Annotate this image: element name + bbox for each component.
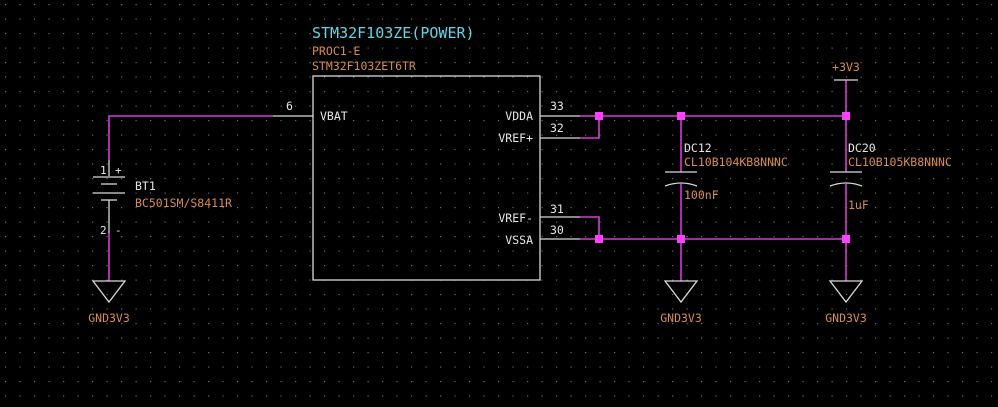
battery-pin1: 1 [100,164,107,177]
pin-number-33: 33 [550,99,564,113]
pin-number-30: 30 [550,223,564,237]
cap2-value: 1uF [848,198,869,212]
chip-body [312,75,541,281]
supply-label: +3V3 [832,60,860,74]
ground-label: GND3V3 [88,311,130,325]
ground-label: GND3V3 [660,311,702,325]
chip-title: STM32F103ZE(POWER) [312,24,475,42]
pin-name-vref-plus: VREF+ [498,131,533,145]
pin-number-32: 32 [550,121,564,135]
junction-dot [677,112,685,120]
chip-refdes: PROC1-E [312,44,361,58]
battery-minus-sign: - [115,224,122,237]
junction-dot [595,235,603,243]
nets [108,80,847,281]
battery-bt1[interactable]: 1 + 2 - BT1 BC501SM/S8411R [93,160,232,237]
chip-part-number: STM32F103ZET6TR [312,59,416,73]
battery-pin2: 2 [100,224,107,237]
pin-number-31: 31 [550,202,564,216]
ground-icon [663,280,699,304]
cap1-part-number: CL10B104KB8NNNC [684,155,788,169]
cap-plate-bottom [829,182,863,187]
wire-vbat[interactable] [108,115,273,160]
ground-icon [91,280,127,304]
pin-name-vbat: VBAT [320,109,348,123]
cap1-refdes: DC12 [684,141,712,155]
battery-refdes: BT1 [135,179,156,193]
junction-dot [842,112,850,120]
wire-vref-minus[interactable] [580,216,600,239]
ground-symbol-1[interactable]: GND3V3 [88,280,130,325]
cap2-part-number: CL10B105KB8NNNC [848,155,952,169]
ground-symbol-2[interactable]: GND3V3 [660,280,702,325]
capacitor-dc20[interactable]: DC20 CL10B105KB8NNNC 1uF [829,141,952,212]
cap-plate-bottom [664,182,698,187]
capacitor-dc12[interactable]: DC12 CL10B104KB8NNNC 100nF [664,141,788,202]
wire-vref-plus[interactable] [580,116,600,139]
pin-name-vref-minus: VREF- [498,211,533,225]
ground-label: GND3V3 [825,311,867,325]
ground-symbol-3[interactable]: GND3V3 [825,280,867,325]
pin-name-vdda: VDDA [505,109,533,123]
junction-dot [677,235,685,243]
battery-plus-sign: + [115,164,122,177]
pin-name-vssa: VSSA [505,233,533,247]
mcu-symbol[interactable]: STM32F103ZE(POWER) PROC1-E STM32F103ZET6… [273,24,580,281]
cap2-refdes: DC20 [848,141,876,155]
cap1-value: 100nF [684,188,719,202]
battery-part-number: BC501SM/S8411R [135,196,232,210]
junction-dot [595,112,603,120]
pin-number-6: 6 [286,99,293,113]
ground-icon [828,280,864,304]
power-symbol-3v3[interactable]: +3V3 [832,60,860,81]
junction-dot [842,235,850,243]
